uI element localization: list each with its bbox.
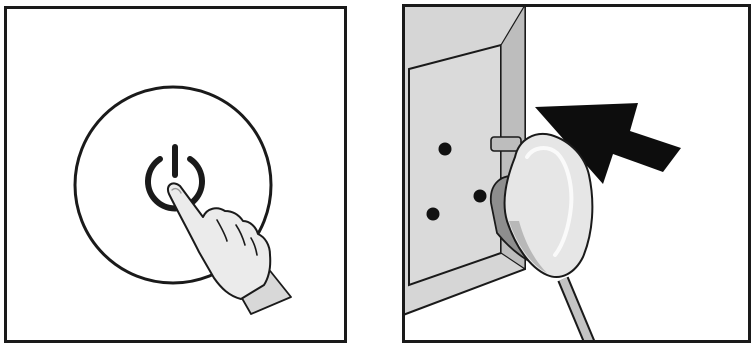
power-button-panel: [4, 6, 347, 343]
plug-cable: [563, 279, 591, 340]
socket-inner-face: [409, 45, 501, 285]
wall-socket-panel: [402, 4, 751, 343]
wall-socket-icon: [405, 7, 525, 315]
plug-pin: [491, 137, 521, 151]
socket-hole-left: [427, 208, 440, 221]
socket-hole-top: [439, 143, 452, 156]
wall-socket-illustration: [405, 7, 748, 340]
socket-hole-right: [474, 190, 487, 203]
power-button-illustration: [7, 9, 344, 340]
